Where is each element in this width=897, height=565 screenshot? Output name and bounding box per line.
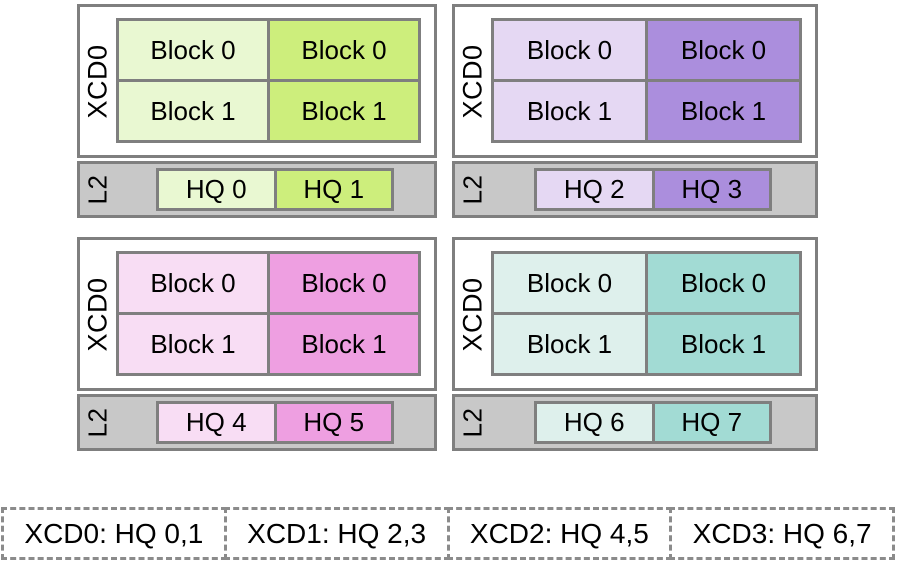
xcd-die-box-3: XCD0 Block 0 Block 0 Block 1 Block 1 [452, 237, 818, 391]
l2-cache-strip-3: L2 HQ 6 HQ 7 [452, 394, 818, 451]
hq-row: HQ 0 HQ 1 [116, 164, 434, 215]
xcd-die-box-1: XCD0 Block 0 Block 0 Block 1 Block 1 [452, 4, 818, 158]
hq-cell: HQ 6 [537, 404, 652, 441]
hq-pair-2: HQ 4 HQ 5 [156, 401, 394, 444]
hq-row: HQ 4 HQ 5 [116, 397, 434, 448]
block-cell: Block 0 [270, 254, 418, 312]
xcd-unit-3: XCD0 Block 0 Block 0 Block 1 Block 1 L2 … [452, 237, 818, 451]
block-grid-0: Block 0 Block 0 Block 1 Block 1 [116, 18, 421, 143]
hq-cell: HQ 2 [537, 171, 652, 208]
l2-label-col: L2 [455, 164, 491, 215]
legend-item-xcd3: XCD3: HQ 6,7 [669, 507, 895, 560]
legend-item-xcd0: XCD0: HQ 0,1 [1, 507, 227, 560]
block-cell: Block 0 [270, 21, 418, 79]
hq-cell: HQ 4 [159, 404, 274, 441]
legend-item-xcd1: XCD1: HQ 2,3 [223, 507, 450, 560]
l2-label: L2 [82, 407, 113, 438]
xcd-die-label-col: XCD0 [455, 240, 491, 388]
l2-label-col: L2 [455, 397, 491, 448]
block-cell: Block 1 [494, 315, 645, 373]
xcd-die-label: XCD0 [82, 43, 113, 119]
l2-label: L2 [457, 407, 488, 438]
l2-label: L2 [82, 174, 113, 205]
hq-cell: HQ 3 [654, 171, 769, 208]
l2-cache-strip-2: L2 HQ 4 HQ 5 [77, 394, 437, 451]
legend-item-xcd2: XCD2: HQ 4,5 [446, 507, 673, 560]
hq-row: HQ 6 HQ 7 [491, 397, 815, 448]
xcd-die-box-0: XCD0 Block 0 Block 0 Block 1 Block 1 [77, 4, 437, 158]
block-grid-2: Block 0 Block 0 Block 1 Block 1 [116, 251, 421, 376]
block-cell: Block 1 [494, 82, 645, 140]
block-cell: Block 0 [494, 254, 645, 312]
block-cell: Block 1 [648, 82, 799, 140]
l2-label-col: L2 [80, 397, 116, 448]
hq-cell: HQ 5 [276, 404, 391, 441]
hq-row: HQ 2 HQ 3 [491, 164, 815, 215]
block-cell: Block 1 [648, 315, 799, 373]
block-cell: Block 1 [270, 315, 418, 373]
xcd-unit-0: XCD0 Block 0 Block 0 Block 1 Block 1 L2 … [77, 4, 437, 218]
block-grid-1: Block 0 Block 0 Block 1 Block 1 [491, 18, 802, 143]
xcd-die-label: XCD0 [457, 276, 488, 352]
l2-label: L2 [457, 174, 488, 205]
block-cell: Block 0 [648, 21, 799, 79]
block-cell: Block 1 [270, 82, 418, 140]
xcd-hq-mapping-legend: XCD0: HQ 0,1 XCD1: HQ 2,3 XCD2: HQ 4,5 X… [1, 507, 895, 560]
hq-cell: HQ 7 [654, 404, 769, 441]
xcd-die-label: XCD0 [82, 276, 113, 352]
xcd-die-box-2: XCD0 Block 0 Block 0 Block 1 Block 1 [77, 237, 437, 391]
xcd-units-grid: XCD0 Block 0 Block 0 Block 1 Block 1 L2 … [77, 4, 818, 451]
block-grid-3: Block 0 Block 0 Block 1 Block 1 [491, 251, 802, 376]
hq-cell: HQ 0 [159, 171, 274, 208]
hq-pair-0: HQ 0 HQ 1 [156, 168, 394, 211]
block-cell: Block 1 [119, 82, 267, 140]
xcd-die-label-col: XCD0 [455, 7, 491, 155]
block-cell: Block 0 [494, 21, 645, 79]
block-cell: Block 0 [648, 254, 799, 312]
hq-cell: HQ 1 [276, 171, 391, 208]
xcd-die-label-col: XCD0 [80, 7, 116, 155]
hq-pair-1: HQ 2 HQ 3 [534, 168, 772, 211]
block-cell: Block 0 [119, 254, 267, 312]
l2-cache-strip-1: L2 HQ 2 HQ 3 [452, 161, 818, 218]
hq-pair-3: HQ 6 HQ 7 [534, 401, 772, 444]
xcd-die-label-col: XCD0 [80, 240, 116, 388]
xcd-die-label: XCD0 [457, 43, 488, 119]
xcd-unit-1: XCD0 Block 0 Block 0 Block 1 Block 1 L2 … [452, 4, 818, 218]
l2-label-col: L2 [80, 164, 116, 215]
block-cell: Block 1 [119, 315, 267, 373]
xcd-unit-2: XCD0 Block 0 Block 0 Block 1 Block 1 L2 … [77, 237, 437, 451]
l2-cache-strip-0: L2 HQ 0 HQ 1 [77, 161, 437, 218]
block-cell: Block 0 [119, 21, 267, 79]
